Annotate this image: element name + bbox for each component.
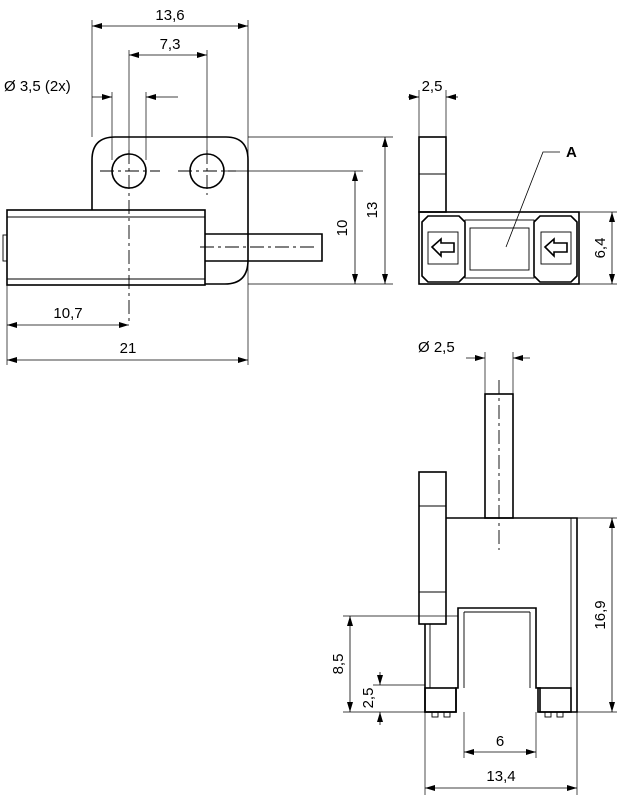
bottom-body	[424, 517, 578, 713]
side-body	[418, 211, 580, 285]
dim-10-7: 10,7	[53, 305, 82, 322]
dim-6: 6	[496, 733, 504, 750]
mounting-plate	[91, 136, 249, 285]
dim-13: 13	[364, 202, 381, 219]
dim-21: 21	[120, 340, 137, 357]
arrow-left-icon-2	[543, 237, 568, 258]
dim-7-3: 7,3	[160, 36, 181, 53]
front-view: 13,6 7,3 Ø 3,5 (2x) 10 13 10,7 21	[2, 7, 393, 365]
callout-a: A	[566, 144, 577, 161]
dim-13-4: 13,4	[486, 768, 515, 785]
dim-13-6: 13,6	[155, 7, 184, 24]
side-plate	[418, 136, 447, 213]
dim-bottom-2-5: 2,5	[360, 688, 377, 709]
dim-6-4: 6,4	[592, 238, 609, 259]
dim-10: 10	[334, 220, 351, 237]
arrow-left-icon	[430, 237, 455, 258]
dim-8-5: 8,5	[330, 654, 347, 675]
side-view: A 2,5 6,4	[408, 78, 617, 285]
sensor-body	[6, 209, 206, 286]
dim-16-9: 16,9	[592, 600, 609, 629]
actuator-pin	[205, 233, 323, 262]
dim-side-2-5: 2,5	[422, 78, 443, 95]
bottom-plate	[418, 471, 447, 625]
dim-hole-diameter: Ø 3,5 (2x)	[4, 78, 71, 95]
bottom-view: Ø 2,5 16,9 8,5 2,5 6 13,4	[330, 339, 617, 795]
dim-pin-diameter: Ø 2,5	[418, 339, 455, 356]
